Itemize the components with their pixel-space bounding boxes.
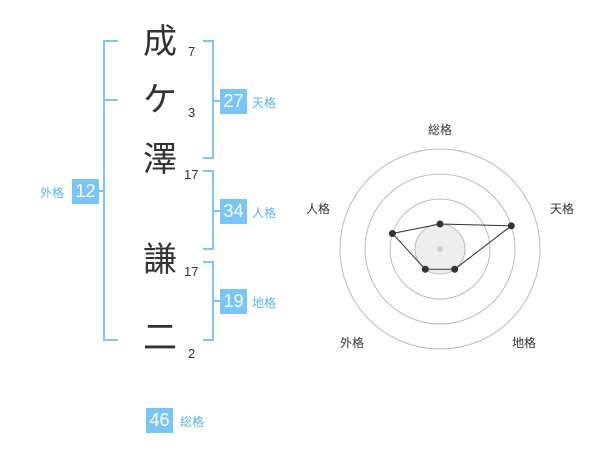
radar-axis-label-jinkaku: 人格 xyxy=(305,202,330,216)
gaikaku-value: 12 xyxy=(72,179,99,204)
chikaku-label: 地格 xyxy=(252,296,277,310)
name-char-1: 成 xyxy=(143,22,177,62)
radar-axis-label-gaikaku: 外格 xyxy=(339,336,364,350)
stroke-count-3: 17 xyxy=(184,167,199,182)
radar-point-0 xyxy=(436,220,444,228)
radar-axis-label-tenkaku: 天格 xyxy=(549,202,574,216)
tenkaku-label: 天格 xyxy=(252,96,277,110)
name-char-5: 二 xyxy=(143,318,177,358)
name-char-3: 澤 xyxy=(143,140,177,180)
radar-point-2 xyxy=(451,265,459,273)
stroke-count-5: 2 xyxy=(188,346,196,361)
radar-point-4 xyxy=(388,230,396,238)
name-char-2: ケ xyxy=(143,80,177,120)
stroke-count-1: 7 xyxy=(188,44,196,59)
radar-ring-4 xyxy=(339,148,541,350)
radar-center-dot xyxy=(437,246,443,252)
name-char-4: 謙 xyxy=(143,240,177,280)
stroke-count-2: 3 xyxy=(188,105,196,120)
soukaku-value: 46 xyxy=(146,408,173,433)
radar-ring-2 xyxy=(389,198,491,300)
gaikaku-label: 外格 xyxy=(40,186,65,200)
soukaku-label: 総格 xyxy=(180,415,205,429)
radar-point-3 xyxy=(421,265,429,273)
stroke-count-4: 17 xyxy=(184,264,199,279)
radar-series-line xyxy=(391,223,513,270)
radar-axis-label-soukaku: 総格 xyxy=(427,123,452,137)
jinkaku-value: 34 xyxy=(220,199,247,224)
radar-point-1 xyxy=(507,222,515,230)
radar-axis-label-chikaku: 地格 xyxy=(511,336,536,350)
jinkaku-label: 人格 xyxy=(252,206,277,220)
tenkaku-value: 27 xyxy=(220,89,247,114)
chikaku-value: 19 xyxy=(220,289,247,314)
radar-ring-3 xyxy=(364,173,516,325)
